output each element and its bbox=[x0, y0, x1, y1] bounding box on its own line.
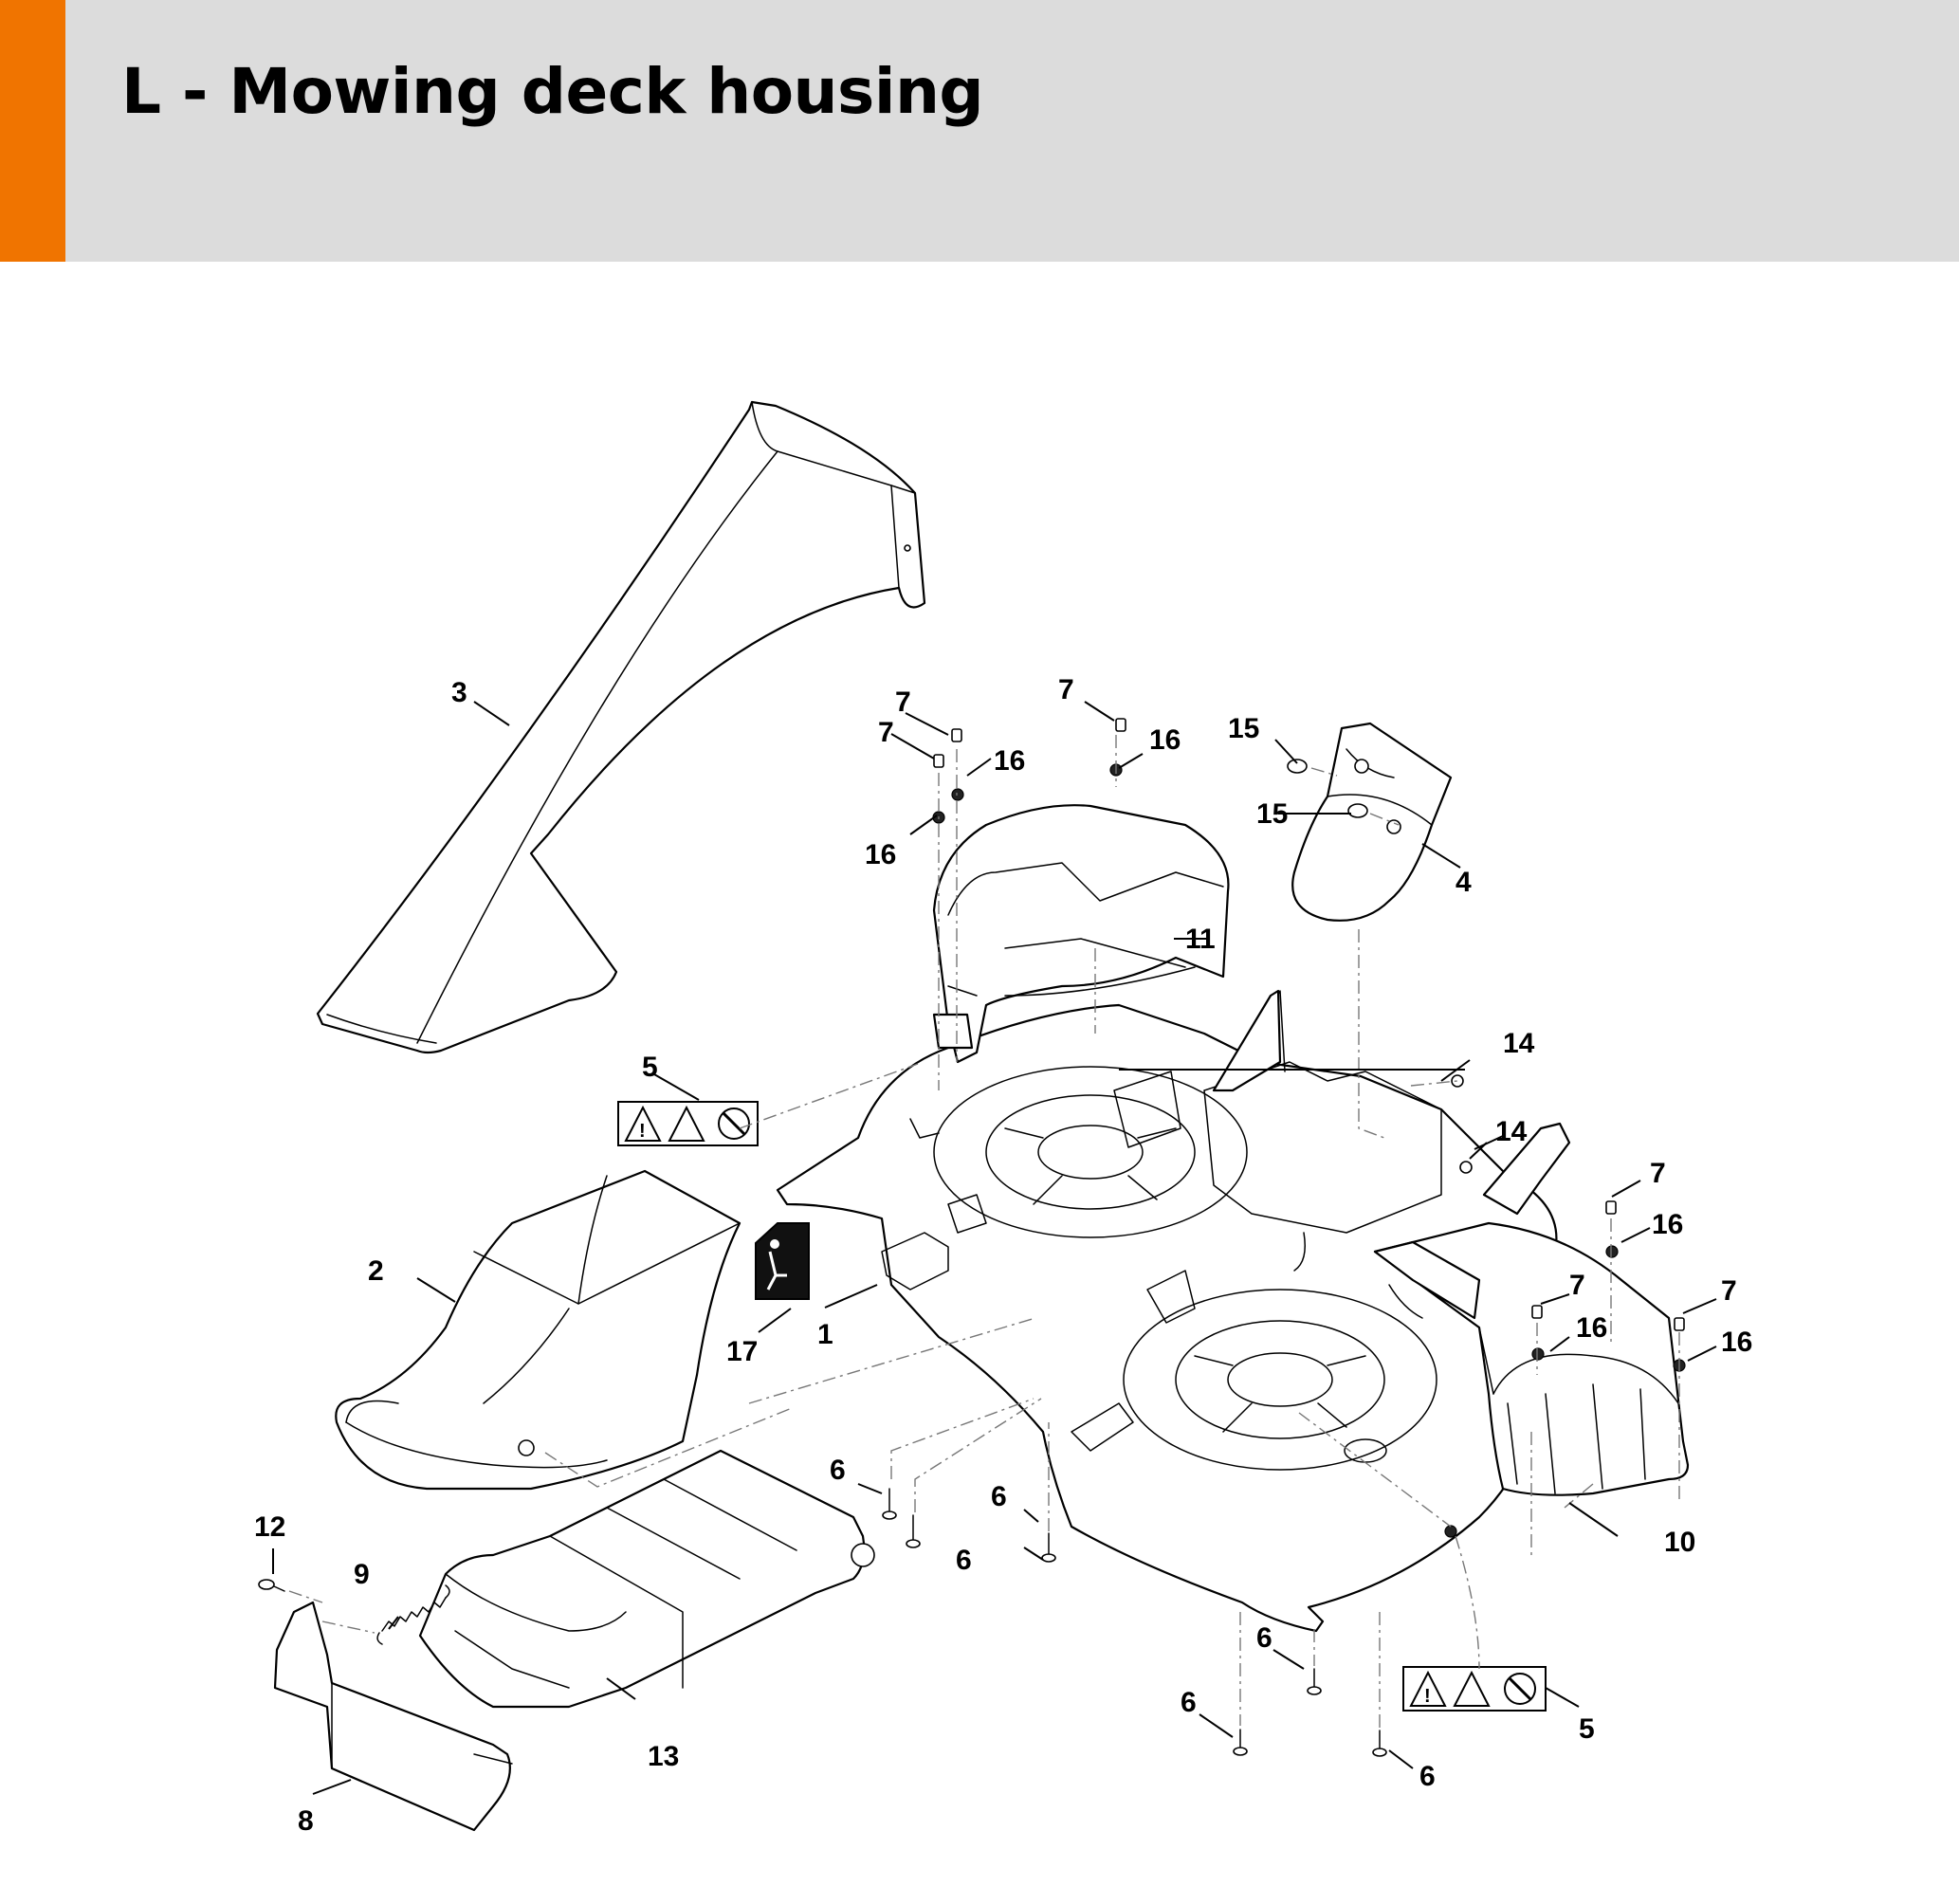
callout-numbers: 3 2 5 1 17 11 4 15 15 14 14 10 13 8 9 12… bbox=[254, 674, 1752, 1837]
callout-16-b: 16 bbox=[865, 839, 896, 870]
pin-7c bbox=[1115, 718, 1126, 732]
assembly-lines bbox=[288, 735, 1680, 1728]
pin-7f bbox=[1674, 1317, 1685, 1331]
part-3-discharge-chute bbox=[316, 400, 926, 1054]
callout-7-b: 7 bbox=[878, 717, 894, 748]
callout-16-e: 16 bbox=[1576, 1312, 1607, 1344]
callout-7-e: 7 bbox=[1569, 1270, 1585, 1301]
callout-leaders bbox=[272, 701, 1717, 1795]
part-4-side-deflector bbox=[1291, 722, 1453, 922]
part-13-inner-chute bbox=[418, 1449, 875, 1709]
callout-7-f: 7 bbox=[1721, 1275, 1737, 1307]
callout-14-upper: 14 bbox=[1503, 1028, 1535, 1059]
callout-1: 1 bbox=[817, 1319, 833, 1350]
svg-text:!: ! bbox=[1424, 1686, 1431, 1707]
callout-7-c: 7 bbox=[1058, 674, 1074, 705]
decal-5-upper: ! bbox=[617, 1101, 759, 1146]
part-8-bracket bbox=[273, 1601, 513, 1832]
callout-6-b: 6 bbox=[991, 1481, 1007, 1512]
callout-16-c: 16 bbox=[1149, 724, 1181, 756]
callout-9: 9 bbox=[354, 1559, 370, 1590]
callout-2: 2 bbox=[368, 1255, 384, 1287]
decal-17 bbox=[755, 1222, 810, 1300]
callout-5-lower: 5 bbox=[1579, 1713, 1595, 1745]
callout-6-a: 6 bbox=[830, 1455, 846, 1486]
part-10-rear-guard bbox=[1373, 1221, 1690, 1496]
pin-7a bbox=[951, 728, 962, 742]
callout-11: 11 bbox=[1185, 924, 1216, 955]
page-title: L - Mowing deck housing bbox=[121, 55, 984, 128]
svg-text:!: ! bbox=[639, 1121, 646, 1142]
callout-8: 8 bbox=[298, 1805, 314, 1837]
callout-17: 17 bbox=[726, 1336, 758, 1367]
part-2-collector-tray bbox=[335, 1169, 741, 1491]
header-bar bbox=[0, 0, 1959, 262]
rotating-blade-warning-icon bbox=[1453, 1670, 1491, 1707]
warning-triangle-icon bbox=[624, 1105, 662, 1142]
callout-14-lower: 14 bbox=[1495, 1116, 1528, 1147]
callout-6-d: 6 bbox=[1256, 1622, 1272, 1654]
callout-6-e: 6 bbox=[1181, 1687, 1197, 1718]
callout-4: 4 bbox=[1456, 867, 1472, 898]
callout-13: 13 bbox=[648, 1741, 679, 1772]
callout-6-f: 6 bbox=[1419, 1761, 1436, 1792]
rotating-blade-warning-icon bbox=[668, 1105, 705, 1142]
callout-7-a: 7 bbox=[895, 687, 911, 718]
callout-3: 3 bbox=[451, 677, 467, 708]
callout-10: 10 bbox=[1664, 1527, 1695, 1558]
callout-5-upper: 5 bbox=[642, 1052, 658, 1083]
hardware-items bbox=[258, 718, 1686, 1757]
callout-12: 12 bbox=[254, 1511, 285, 1543]
callout-16-f: 16 bbox=[1721, 1327, 1752, 1358]
pin-7d bbox=[1605, 1200, 1617, 1215]
pin-7e bbox=[1531, 1305, 1543, 1319]
callout-16-a: 16 bbox=[994, 745, 1025, 777]
pin-7b bbox=[933, 754, 944, 768]
callout-6-c: 6 bbox=[956, 1545, 972, 1576]
callout-16-d: 16 bbox=[1652, 1209, 1683, 1240]
callout-15-lower: 15 bbox=[1256, 798, 1288, 830]
part-1-deck-housing bbox=[776, 989, 1576, 1633]
warning-triangle-icon bbox=[1409, 1670, 1447, 1707]
callout-15-upper: 15 bbox=[1228, 713, 1259, 744]
decal-5-lower: ! bbox=[1402, 1666, 1547, 1712]
header-accent-stripe bbox=[0, 0, 65, 262]
callout-7-d: 7 bbox=[1650, 1158, 1666, 1189]
